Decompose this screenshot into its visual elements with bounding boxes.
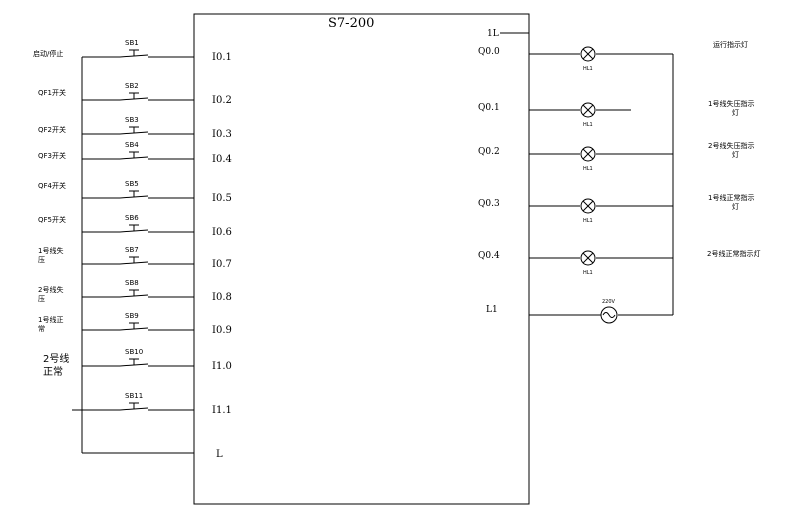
lamp-label: HL1 bbox=[583, 218, 593, 224]
switch-label: SB8 bbox=[125, 279, 139, 287]
lamp-icon bbox=[580, 102, 596, 118]
input-address: I0.3 bbox=[212, 129, 232, 140]
switch-label: SB11 bbox=[125, 392, 143, 400]
output-label: 2号线正常指示灯 bbox=[707, 249, 760, 258]
input-label: 压 bbox=[38, 295, 45, 303]
input-address: I1.1 bbox=[212, 405, 232, 416]
lamp-label: HL1 bbox=[583, 122, 593, 128]
input-address: I1.0 bbox=[212, 361, 232, 372]
lamp-label: HL1 bbox=[583, 270, 593, 276]
input-address: I0.2 bbox=[212, 95, 232, 106]
output-address: Q0.2 bbox=[478, 147, 500, 157]
input-label: 常 bbox=[38, 324, 45, 333]
input-label: 启动/停止 bbox=[33, 49, 63, 58]
lamp-label: HL1 bbox=[583, 66, 593, 72]
input-label: QF1开关 bbox=[38, 88, 66, 97]
ac-wave-icon bbox=[602, 312, 616, 318]
input-address: I0.1 bbox=[212, 52, 232, 63]
output-1l-label: 1L bbox=[487, 29, 499, 39]
switch-label: SB10 bbox=[125, 348, 143, 356]
switch-label: SB7 bbox=[125, 246, 139, 254]
input-address: I0.7 bbox=[212, 259, 232, 270]
input-label: 压 bbox=[38, 256, 45, 264]
switch-label: SB4 bbox=[125, 141, 139, 149]
input-label: 2号线 bbox=[43, 352, 69, 365]
output-label: 灯 bbox=[732, 150, 739, 159]
input-label: QF3开关 bbox=[38, 151, 66, 160]
switch-label: SB6 bbox=[125, 214, 139, 222]
output-label: 灯 bbox=[732, 202, 739, 211]
input-label: 正常 bbox=[43, 365, 63, 378]
input-label: 1号线正 bbox=[38, 315, 63, 324]
lamp-icon bbox=[580, 250, 596, 266]
output-address: Q0.0 bbox=[478, 47, 500, 57]
input-common-label: L bbox=[216, 449, 223, 460]
output-label: 2号线失压指示 bbox=[708, 141, 754, 150]
lamp-icon bbox=[580, 146, 596, 162]
output-address: Q0.3 bbox=[478, 199, 500, 209]
lamp-cross bbox=[582, 48, 594, 60]
output-address: Q0.4 bbox=[478, 251, 500, 261]
input-label: 2号线失 bbox=[38, 285, 63, 294]
switch-label: SB1 bbox=[125, 39, 139, 47]
input-label: QF5开关 bbox=[38, 215, 66, 224]
output-label: 1号线失压指示 bbox=[708, 99, 754, 108]
switch-label: SB9 bbox=[125, 312, 139, 320]
plc-title: S7-200 bbox=[328, 16, 374, 31]
input-label: 1号线失 bbox=[38, 246, 63, 255]
lamp-label: HL1 bbox=[583, 166, 593, 172]
ac-source-icon bbox=[600, 306, 618, 324]
output-label: 灯 bbox=[732, 108, 739, 117]
input-address: I0.6 bbox=[212, 227, 232, 238]
lamp-cross bbox=[582, 148, 594, 160]
input-address: I0.4 bbox=[212, 154, 232, 165]
output-l1-label: L1 bbox=[486, 305, 498, 315]
switch-label: SB5 bbox=[125, 180, 139, 188]
lamp-icon bbox=[580, 46, 596, 62]
output-label: 1号线正常指示 bbox=[708, 193, 754, 202]
lamp-cross bbox=[582, 104, 594, 116]
supply-label: 220V bbox=[602, 299, 616, 305]
input-address: I0.5 bbox=[212, 193, 232, 204]
switch-label: SB2 bbox=[125, 82, 139, 90]
lamp-cross bbox=[582, 200, 594, 212]
input-address: I0.9 bbox=[212, 325, 232, 336]
output-label: 运行指示灯 bbox=[713, 40, 748, 49]
input-label: QF4开关 bbox=[38, 181, 66, 190]
input-address: I0.8 bbox=[212, 292, 232, 303]
lamp-cross bbox=[582, 252, 594, 264]
lamp-icon bbox=[580, 198, 596, 214]
output-address: Q0.1 bbox=[478, 103, 500, 113]
switch-label: SB3 bbox=[125, 116, 139, 124]
input-label: QF2开关 bbox=[38, 125, 66, 134]
